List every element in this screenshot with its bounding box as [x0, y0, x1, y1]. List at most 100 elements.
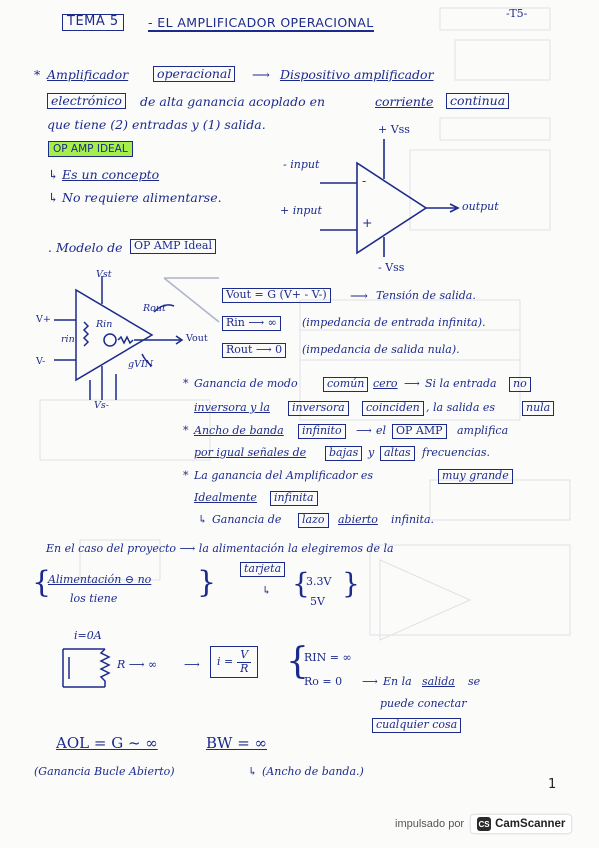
input-plus-label: + input	[280, 204, 322, 217]
bw-eq: BW = ∞	[206, 734, 268, 752]
prop7-d: infinita.	[391, 513, 435, 526]
proyecto-l2: tarjeta	[240, 562, 286, 577]
rin-eq: RIN = ∞	[304, 651, 352, 664]
intro-l1-b: operacional	[153, 66, 236, 83]
powered-by-text: impulsado por	[395, 818, 465, 830]
input-minus-label: - input	[283, 158, 320, 171]
prop3-a: Ancho de banda	[194, 424, 284, 437]
page-mark: -T5-	[506, 7, 528, 20]
right-brace: }	[197, 565, 217, 600]
volt-brace-open: {	[292, 567, 310, 600]
ro-eq: Ro = 0	[304, 675, 343, 688]
vss-bottom-label: - Vss	[378, 261, 405, 274]
eq-rout-note: (impedancia de salida nula).	[302, 343, 460, 356]
ideal-arrow-2: ↳	[48, 190, 59, 205]
intro-l2-c: corriente	[375, 94, 434, 109]
i-label: i=0A	[74, 629, 102, 642]
ro-l3: cualquier cosa	[372, 718, 462, 733]
modelo-label: . Modelo de	[48, 240, 123, 255]
ro-arrow: ⟶	[362, 675, 378, 688]
ro-note: En la	[383, 675, 412, 688]
intro-bullet: *	[34, 67, 41, 82]
prop3-arrow: ⟶	[356, 424, 372, 437]
proyecto-l1: En el caso del proyecto ⟶ la alimentació…	[46, 542, 394, 555]
ideal-l1: Es un concepto	[62, 167, 160, 182]
aol-note: (Ganancia Bucle Abierto)	[34, 765, 175, 778]
prop7-c: abierto	[338, 513, 378, 526]
fraction-denominator: R	[240, 661, 249, 675]
prop7-a: Ganancia de	[212, 513, 282, 526]
ideal-arrow-1: ↳	[48, 167, 59, 182]
left-brace: {	[32, 565, 52, 600]
volt-brace-close: }	[342, 567, 360, 600]
brace-l2: los tiene	[70, 592, 118, 605]
vplus-label: V+	[36, 314, 51, 325]
intro-arrow-1: ⟶	[252, 67, 270, 82]
vminus-label: V-	[36, 356, 46, 367]
prop5-b: muy grande	[438, 469, 513, 484]
prop1-e: no	[509, 377, 531, 392]
tema-label: TEMA 5	[62, 14, 124, 31]
bw-note: (Ancho de banda.)	[262, 765, 364, 778]
prop3-e: amplifica	[457, 424, 509, 437]
prop-bullet-2: *	[183, 424, 189, 437]
volt-1: 3.3V	[306, 575, 332, 588]
volt-2: 5V	[310, 595, 325, 608]
prop2-b: inversora	[288, 401, 349, 416]
eq-vout-note: Tensión de salida.	[376, 289, 476, 302]
op-amp-triangle	[356, 161, 428, 255]
fraction: V R	[237, 648, 252, 675]
prop4-e: frecuencias.	[422, 446, 491, 459]
modelo-label-boxed: OP AMP Ideal	[130, 239, 216, 254]
prop2-e: nula	[522, 401, 555, 416]
prop3-b: infinito	[298, 424, 346, 439]
vst-label: Vst	[96, 269, 112, 280]
vs-minus-label: Vs-	[94, 400, 109, 411]
prop4-a: por igual señales de	[194, 446, 307, 459]
r-label: R ⟶ ∞	[117, 658, 158, 671]
brace-l1: Alimentación ⊖ no	[48, 573, 152, 586]
vss-top-label: + Vss	[378, 123, 410, 136]
camscanner-label: CamScanner	[495, 818, 566, 830]
prop4-d: altas	[380, 446, 415, 461]
eq-rout: Rout ⟶ 0	[222, 343, 287, 358]
eq-rin: Rin ⟶ ∞	[222, 316, 281, 331]
intro-l2-a: electrónico	[47, 93, 126, 110]
camscanner-watermark: impulsado por CS CamScanner	[395, 814, 573, 834]
prop7-arrow: ↳	[198, 513, 208, 526]
prop6-b: infinita	[270, 491, 318, 506]
prop2-d: , la salida es	[426, 401, 496, 414]
ro-l2: puede conectar	[380, 697, 467, 710]
intro-l3: que tiene (2) entradas y (1) salida.	[47, 117, 266, 132]
gvin-label: gVIN	[128, 359, 154, 370]
prop1-d: Si la entrada	[425, 377, 497, 390]
ideal-l2: No requiere alimentarse.	[62, 190, 222, 205]
bw-arrow: ↳	[248, 765, 258, 778]
prop4-c: y	[368, 446, 375, 459]
page-number: 1	[548, 777, 557, 792]
camscanner-badge: CS CamScanner	[470, 814, 573, 834]
aol-eq: AOL = G ~ ∞	[56, 734, 158, 752]
ro-salida: salida	[422, 675, 455, 688]
prop6-a: Idealmente	[194, 491, 257, 504]
eq-vout-arrow: ⟶	[350, 288, 368, 303]
prop1-a: Ganancia de modo	[194, 377, 298, 390]
prop-bullet-3: *	[183, 469, 189, 482]
resist-arrow: ⟶	[184, 658, 200, 671]
prop2-c: coinciden	[362, 401, 424, 416]
intro-l2-b: de alta ganancia acoplado en	[140, 94, 326, 109]
ro-se: se	[468, 675, 481, 688]
prop3-d: OP AMP	[392, 424, 447, 439]
prop7-b: lazo	[298, 513, 329, 528]
rout-label: Rout	[143, 303, 166, 314]
prop2-a: inversora y la	[194, 401, 270, 414]
op-amp-ideal-label: OP AMP IDEAL	[48, 141, 133, 158]
intro-l2-d: continua	[446, 93, 510, 110]
fraction-numerator: V	[237, 648, 252, 663]
output-label: output	[462, 200, 499, 213]
prop3-c: el	[376, 424, 387, 437]
rin-left-label: rin	[61, 334, 75, 345]
prop1-arrow: ⟶	[404, 377, 420, 390]
brace-arrow: ↳	[262, 584, 272, 597]
